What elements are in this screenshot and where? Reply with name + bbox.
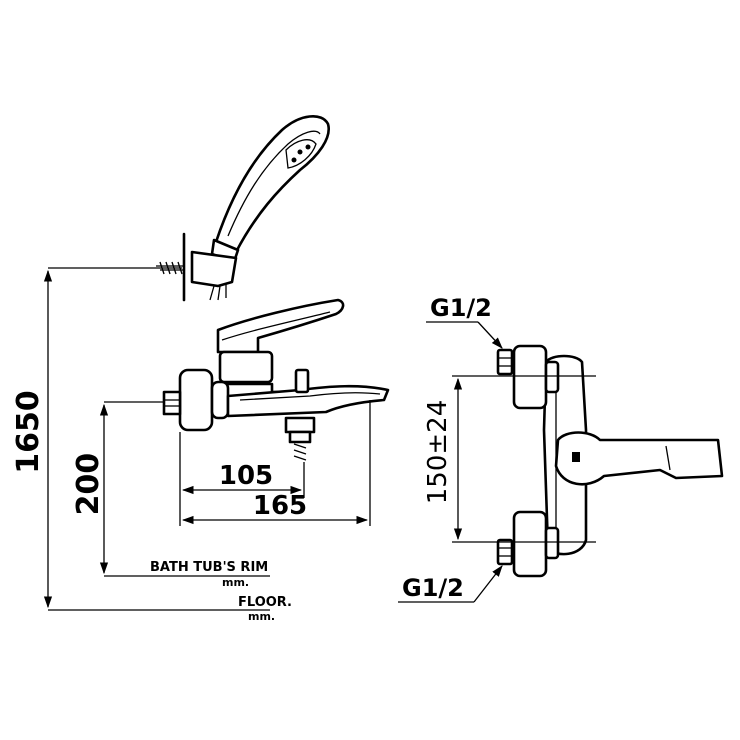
bath-tub-rim-label: BATH TUB'S RIM (150, 560, 268, 575)
bath-tub-rim: BATH TUB'S RIM mm. (104, 560, 270, 589)
top-lever-icon (554, 431, 724, 486)
thread-top: G1/2 (426, 294, 503, 349)
thread-bottom: G1/2 (398, 565, 503, 603)
floor-label: FLOOR. (238, 595, 292, 610)
diverter-icon (284, 368, 316, 461)
bath-tub-rim-unit: mm. (222, 576, 249, 589)
floor: FLOOR. mm. (238, 595, 292, 623)
top-view: 150±24 G1/2 G1/2 (398, 294, 724, 603)
floor-unit: mm. (248, 610, 275, 623)
dim-105-text: 105 (219, 461, 273, 491)
dim-165-text: 165 (253, 491, 307, 521)
thread-top-label: G1/2 (430, 294, 492, 322)
hand-shower-icon (210, 115, 330, 264)
top-connector-icon (496, 344, 560, 410)
shower-holder-icon (156, 232, 238, 302)
bottom-connector-icon (496, 510, 560, 578)
dim-150-text: 150±24 (423, 400, 453, 505)
dimension-165: 165 (181, 400, 371, 526)
dim-1650-text: 1650 (11, 390, 46, 474)
dimension-1650: 1650 (11, 267, 270, 611)
thread-bottom-label: G1/2 (402, 574, 464, 602)
mixer-lever-icon (216, 298, 345, 384)
dimension-150: 150±24 (423, 375, 596, 543)
dimension-105: 105 (179, 432, 305, 526)
dimension-200: 200 (71, 401, 164, 575)
dim-200-text: 200 (71, 453, 106, 516)
spout-icon (226, 384, 390, 418)
front-view: 1650 200 BATH TUB'S RIM mm. FLOOR. mm. 1… (11, 115, 390, 623)
